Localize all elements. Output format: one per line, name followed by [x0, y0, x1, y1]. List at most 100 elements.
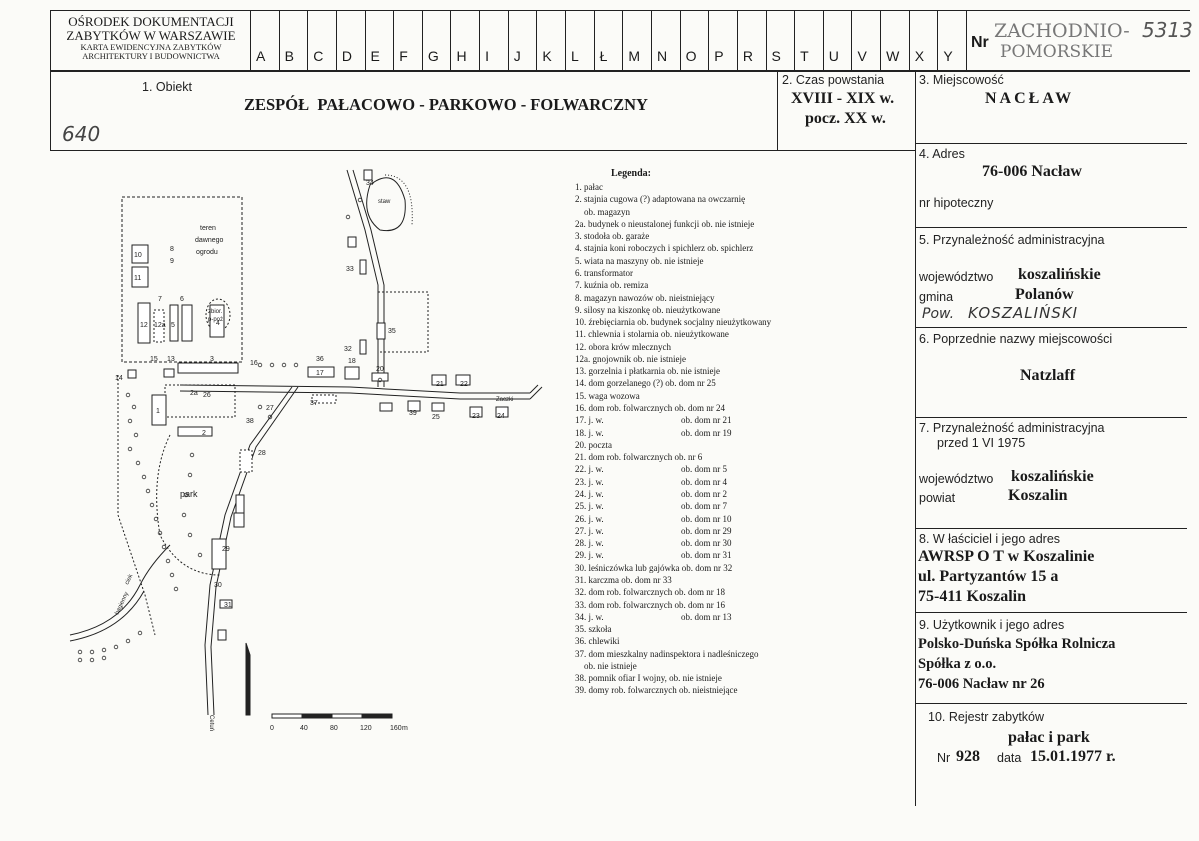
map-number-24: 24	[497, 413, 505, 420]
map-number-28: 28	[258, 450, 266, 457]
legend-item: 18. j. w.ob. dom nr 19	[575, 427, 732, 438]
admin-before-label-1: 7. Przynależność administracyjna	[919, 421, 1105, 435]
legend-item-ref: ob. dom nr 29	[681, 525, 732, 536]
legend-item-ref: ob. dom nr 4	[681, 476, 727, 487]
legend-item: 26. j. w. ob. dom nr 10	[575, 513, 732, 524]
legend-item-text: 26. j. w.	[575, 513, 604, 524]
owner-line-2: ul. Partyzantów 15 a	[918, 568, 1059, 585]
map-number-34: 34	[366, 180, 374, 187]
legend-item: 24. j. w. ob. dom nr 2	[575, 489, 727, 499]
legend-item-text: 1. pałac	[575, 182, 603, 192]
legend-item-text: 18. j. w.	[575, 427, 604, 438]
legend-item: ob. nie istnieje	[575, 661, 637, 671]
legend-item-ref: ob. dom nr 10	[681, 513, 732, 524]
letter-13: Ł	[599, 48, 608, 64]
map-number-29: 29	[222, 546, 230, 553]
address-value: 76-006 Nacław	[982, 163, 1082, 180]
legend-item: 11. chlewnia i stolarnia ob. nieużytkowa…	[575, 329, 729, 339]
label-park: park	[180, 489, 198, 499]
legend-item-ref: ob. dom nr 2	[681, 489, 727, 499]
map-number-21: 21	[436, 381, 444, 388]
card-type-line-2: ARCHITEKTURY I BUDOWNICTWA	[82, 51, 220, 62]
building-2	[177, 426, 213, 437]
register-date: 15.01.1977 r.	[1030, 748, 1116, 765]
register-nr: 928	[956, 748, 980, 765]
letter-separator	[421, 10, 423, 71]
map-number-4: 4	[216, 320, 220, 327]
admin-before-voivodeship-label: województwo	[919, 472, 994, 486]
register-value: pałac i park	[1008, 729, 1090, 746]
legend-item-text: 20. poczta	[575, 439, 612, 450]
map-number-9: 9	[170, 258, 174, 265]
legend-item: 7. kuźnia ob. remiza	[575, 280, 648, 290]
legend-item: 35. szkoła	[575, 624, 612, 634]
letter-separator	[393, 10, 395, 71]
letter-separator	[479, 10, 481, 71]
legend-item-ref: ob. dom nr 30	[681, 538, 732, 549]
institution-line-2: ZABYTKÓW W WARSZAWIE	[66, 27, 236, 43]
letter-separator	[765, 10, 767, 71]
label-fire-tank-1: zbior.	[208, 309, 223, 315]
legend-item-text: 38. pomnik ofiar I wojny, ob. nie istnie…	[575, 673, 722, 684]
letter-separator	[908, 10, 910, 71]
legend-item-text: 6. transformator	[575, 267, 633, 278]
legend-item-text: 36. chlewiki	[575, 636, 620, 647]
legend-item: 20. poczta	[575, 440, 612, 450]
letter-separator	[593, 10, 595, 71]
letter-separator	[880, 10, 882, 71]
map-number-3: 3	[210, 356, 214, 363]
scale-tick-label: 120	[360, 725, 372, 732]
legend-item: 37. dom mieszkalny nadinspektora i nadle…	[575, 649, 758, 659]
pond	[366, 177, 406, 232]
legend-item: 23. j. w.ob. dom nr 4	[575, 477, 727, 487]
legend-item: 5. wiata na maszyny ob. nie istnieje	[575, 256, 703, 266]
map-number-30: 30	[214, 582, 222, 589]
legend-item-ref: ob. dom nr 13	[681, 611, 732, 622]
map-number-8: 8	[170, 246, 174, 253]
letter-9: I	[485, 48, 489, 64]
legend-item: 6. transformator	[575, 268, 633, 278]
map-number-22: 22	[460, 381, 468, 388]
building-12	[137, 302, 151, 344]
legend-item-ref: ob. dom nr 21	[681, 415, 732, 426]
legend-item-text: 21. dom rob. folwarcznych ob. nr 6	[575, 452, 703, 463]
legend-item-text: 24. j. w.	[575, 489, 604, 499]
legend-item-text: 34. j. w.	[575, 611, 604, 622]
letter-6: F	[399, 48, 408, 64]
letter-separator	[565, 10, 567, 71]
legend-item: 3. stodoła ob. garaże	[575, 231, 649, 241]
letter-17: P	[714, 48, 724, 64]
legend-item: 4. stajnia koni roboczych i spichlerz ob…	[575, 243, 753, 253]
letter-8: H	[456, 48, 467, 64]
building-35	[376, 322, 386, 340]
legend-item-text: 17. j. w.	[575, 415, 604, 426]
legend-item: 12a. gnojownik ob. nie istnieje	[575, 354, 686, 364]
legend-item-text: 4. stajnia koni roboczych i spichlerz ob…	[575, 243, 754, 254]
letter-10: J	[513, 48, 521, 64]
legend-item: 25. j. w.ob. dom nr 7	[575, 501, 727, 511]
user-label: 9. Użytkownik i jego adres	[919, 618, 1065, 632]
address-label: 4. Adres	[919, 147, 965, 161]
scale-bar	[271, 713, 393, 719]
letter-11: K	[542, 48, 552, 64]
legend-item-text: 12. obora krów mlecznych	[575, 341, 671, 352]
legend-item: 8. magazyn nawozów ob. nieistniejący	[575, 293, 714, 303]
map-number-26: 26	[203, 392, 211, 399]
legend-item: 21. dom rob. folwarcznych ob. nr 6	[575, 452, 702, 462]
map-number-37: 37	[310, 400, 318, 407]
legend-item-ref: ob. dom nr 31	[681, 550, 732, 561]
letter-separator	[708, 10, 710, 71]
legend-item-text: 10. źrebięciarnia ob. budynek socjalny n…	[575, 317, 772, 328]
legend-item-text: 15. waga wozowa	[575, 390, 640, 401]
letter-separator	[622, 10, 624, 71]
legend-item: 27. j. w.ob. dom nr 29	[575, 526, 732, 536]
main-road	[179, 384, 530, 394]
building-10	[131, 244, 149, 264]
letter-separator	[507, 10, 509, 71]
admin-before-county-value: Koszalin	[1008, 487, 1068, 504]
label-garden-1: teren	[200, 225, 216, 232]
legend-item: 29. j. w.ob. dom nr 31	[575, 550, 732, 560]
map-number-13: 13	[167, 356, 175, 363]
handwritten-card-number: 5313	[1142, 18, 1193, 42]
buildings	[127, 169, 509, 641]
